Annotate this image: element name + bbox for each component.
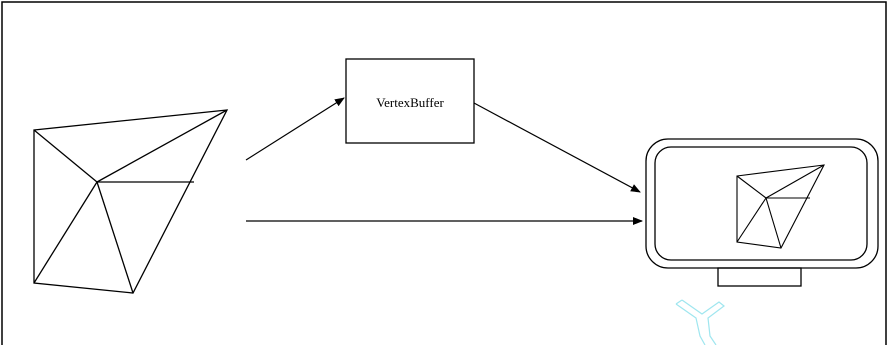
rendered-edge-1 (736, 175, 767, 199)
watermark-stroke-3 (675, 299, 683, 305)
mesh-edge-1 (33, 129, 98, 183)
monitor-inner-screen (654, 146, 868, 261)
rendered-edge-5 (736, 197, 767, 243)
rendered-mesh-outline (736, 164, 825, 249)
rendered-mesh (736, 164, 825, 249)
monitor-stand (717, 267, 802, 287)
mesh-outline (33, 109, 229, 294)
arrow-buffer-to-screen (473, 102, 641, 193)
mesh-edge-2 (96, 109, 228, 183)
mesh-edge-4 (96, 181, 134, 294)
source-mesh (33, 109, 229, 294)
watermark-stroke-1 (681, 299, 725, 345)
monitor (645, 138, 879, 287)
rendered-edge-2 (765, 164, 825, 199)
vertex-buffer-box (345, 58, 475, 144)
mesh-edge-5 (33, 181, 98, 284)
watermark-mark (675, 299, 725, 345)
rendered-edge-4 (765, 197, 782, 249)
watermark-stroke-2 (675, 303, 706, 345)
arrow-mesh-to-buffer (245, 97, 345, 161)
